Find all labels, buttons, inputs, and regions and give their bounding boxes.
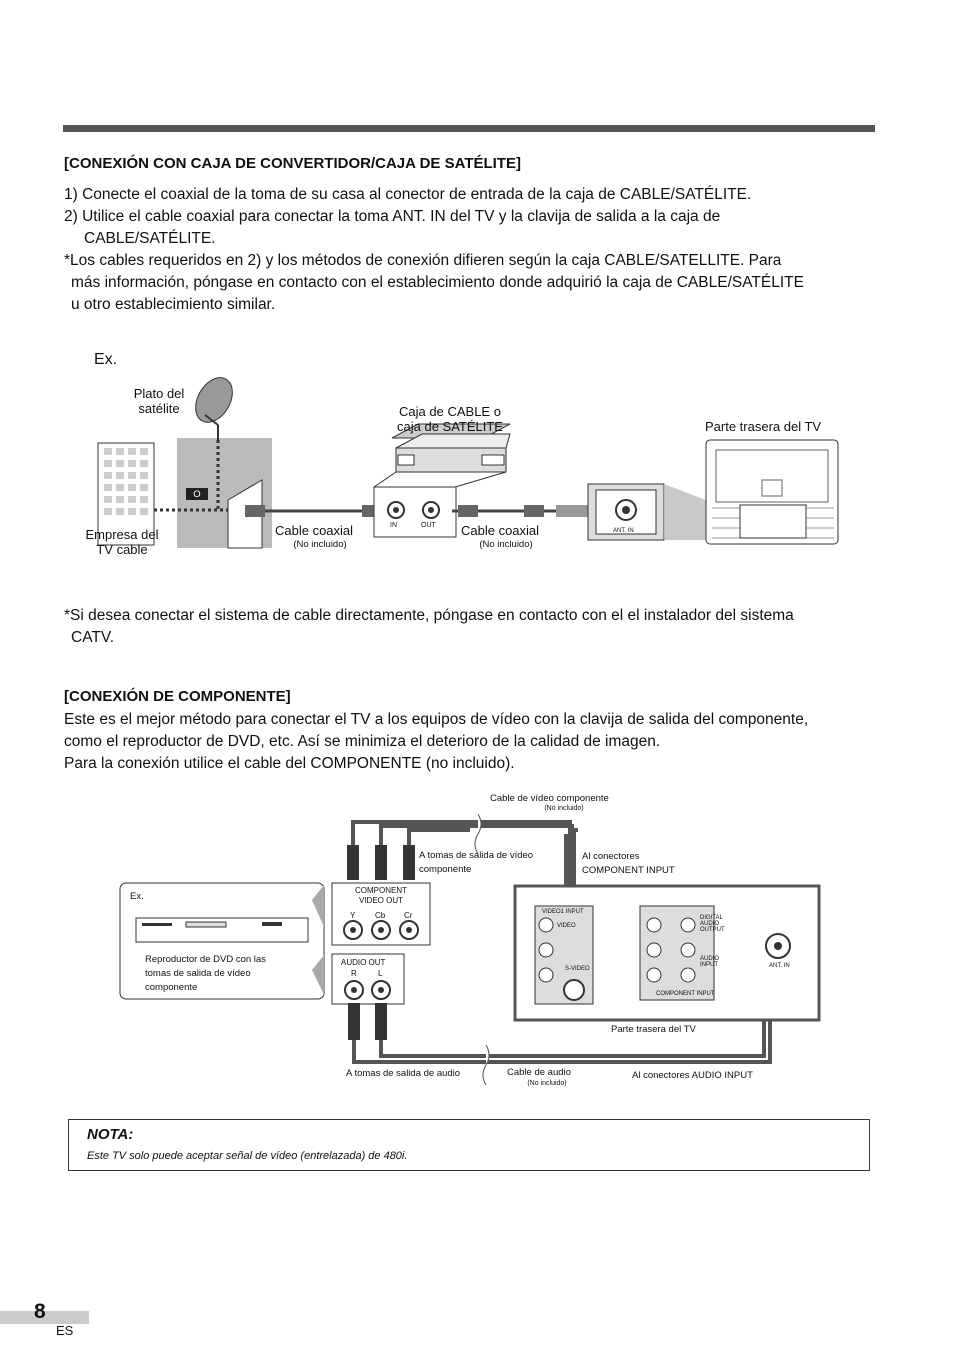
comp-out-label-2: VIDEO OUT xyxy=(358,896,403,905)
y-label: Y xyxy=(350,911,356,920)
or-label: O xyxy=(193,489,201,500)
digital-label-1: DIGITAL xyxy=(700,915,723,921)
video-jack-label: VIDEO xyxy=(557,923,576,929)
box-label-2: caja de SATÉLITE xyxy=(397,419,503,434)
to-outputs-2: componente xyxy=(419,864,472,875)
video1-input-label: VIDEO1 INPUT xyxy=(542,909,584,915)
out-jack-label: OUT xyxy=(421,522,436,529)
component-diagram xyxy=(119,813,821,1086)
company-label-2: TV cable xyxy=(96,542,148,557)
tv-back-label: Parte trasera del TV xyxy=(705,419,822,434)
to-inputs-2: COMPONENT INPUT xyxy=(582,865,675,876)
audio-cable-note: (No incluido) xyxy=(527,1080,567,1087)
digital-label-3: OUTPUT xyxy=(700,927,725,933)
digital-label-2: AUDIO xyxy=(700,921,720,927)
cable1-label: Cable coaxial xyxy=(275,523,354,538)
note-line-3: u otro establecimiento similar. xyxy=(71,296,276,313)
note-title: NOTA: xyxy=(87,1126,134,1143)
component-input-label: COMPONENT INPUT xyxy=(656,991,715,997)
satellite-diagram xyxy=(97,377,839,549)
company-label-1: Empresa del xyxy=(85,527,159,542)
diagram1-ex: Ex. xyxy=(94,351,118,368)
audio-out-label: AUDIO OUT xyxy=(341,958,386,967)
r-label: R xyxy=(351,969,357,978)
note-line-1: *Los cables requeridos en 2) y los métod… xyxy=(64,252,782,269)
dish-label-1: Plato del xyxy=(133,386,185,401)
dvd-label-2: tomas de salida de vídeo xyxy=(145,968,251,979)
cb-label: Cb xyxy=(375,911,386,920)
to-outputs-1: A tomas de salida de vídeo xyxy=(419,850,534,861)
dish-label-2: satélite xyxy=(138,401,180,416)
step-2: 2) Utilice el cable coaxial para conecta… xyxy=(64,208,721,225)
box-label-1: Caja de CABLE o xyxy=(399,404,501,419)
note-line-2: más información, póngase en contacto con… xyxy=(71,274,804,291)
video-cable-label: Cable de vídeo componente xyxy=(490,793,609,804)
audio-input-label-2: INPUT xyxy=(700,962,718,968)
in-jack-label: IN xyxy=(390,522,397,529)
l-label: L xyxy=(378,969,383,978)
note-box: NOTA: Este TV solo puede aceptar señal d… xyxy=(68,1119,870,1171)
ant-in-label: ANT. IN xyxy=(613,528,634,534)
section1-heading: [CONEXIÓN CON CAJA DE CONVERTIDOR/CAJA D… xyxy=(64,155,521,172)
comp-out-label-1: COMPONENT xyxy=(355,886,407,895)
note-text: Este TV solo puede aceptar señal de víde… xyxy=(87,1150,408,1162)
section-rule xyxy=(63,125,875,132)
video-cable-note: (No incluido) xyxy=(544,805,584,812)
cable2-label: Cable coaxial xyxy=(461,523,540,538)
to-inputs-1: Al conectores xyxy=(582,851,640,862)
section2-heading: [CONEXIÓN DE COMPONENTE] xyxy=(64,688,291,705)
catv-note-1: *Si desea conectar el sistema de cable d… xyxy=(64,607,794,624)
catv-note-2: CATV. xyxy=(71,629,115,646)
audio-inputs-label: Al conectores AUDIO INPUT xyxy=(632,1070,753,1081)
page-number: 8 xyxy=(34,1300,46,1323)
component-line-3: Para la conexión utilice el cable del CO… xyxy=(64,755,515,772)
language-code: ES xyxy=(56,1323,74,1338)
cable2-note: (No incluido) xyxy=(479,539,533,550)
tv-back-label-2: Parte trasera del TV xyxy=(611,1024,696,1035)
dvd-label-3: componente xyxy=(145,982,198,993)
step-1: 1) Conecte el coaxial de la toma de su c… xyxy=(64,186,752,203)
cable1-note: (No incluido) xyxy=(293,539,347,550)
ant-in-label-2: ANT. IN xyxy=(769,963,790,969)
component-line-2: como el reproductor de DVD, etc. Así se … xyxy=(64,733,661,750)
audio-input-label-1: AUDIO xyxy=(700,956,720,962)
diagram2-ex: Ex. xyxy=(130,891,144,902)
component-line-1: Este es el mejor método para conectar el… xyxy=(64,711,809,728)
audio-cable-label: Cable de audio xyxy=(507,1067,571,1078)
step-2-cont: CABLE/SATÉLITE. xyxy=(84,230,216,247)
cr-label: Cr xyxy=(404,911,413,920)
svideo-jack-label: S-VIDEO xyxy=(565,966,590,972)
dvd-label-1: Reproductor de DVD con las xyxy=(145,954,266,965)
page-tab xyxy=(0,1311,89,1324)
audio-outputs-label: A tomas de salida de audio xyxy=(346,1068,461,1079)
